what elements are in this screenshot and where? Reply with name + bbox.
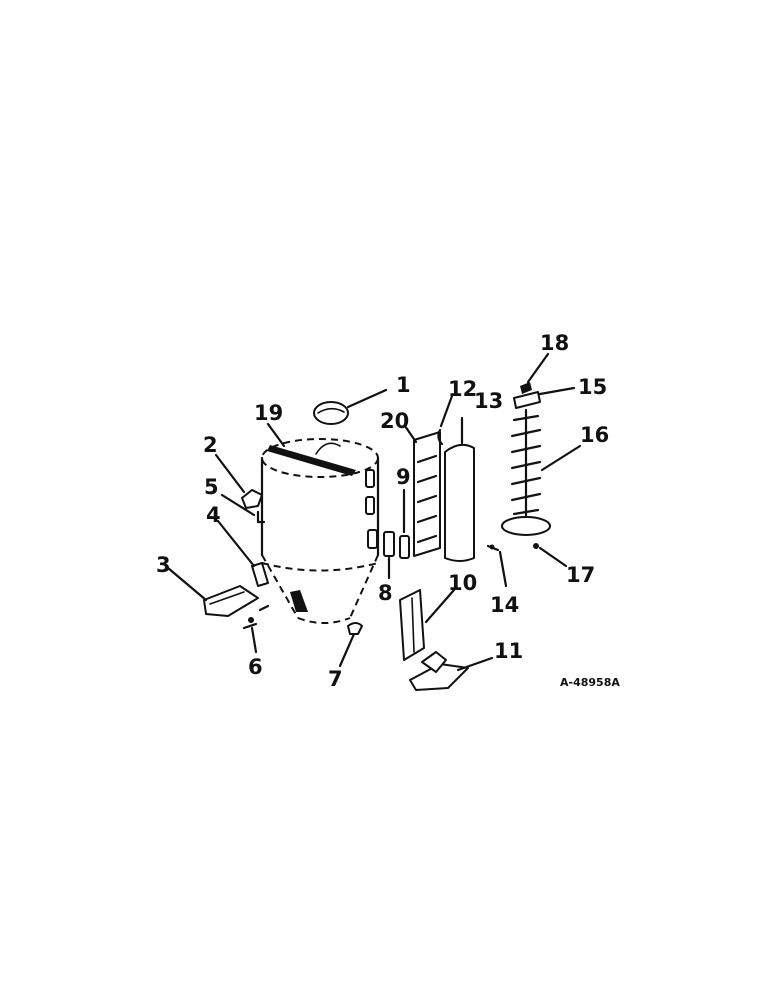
part-4-strip [216, 519, 269, 587]
callout-6: 6 [248, 655, 263, 679]
part-10-chute [399, 588, 456, 661]
callout-20: 20 [380, 409, 409, 433]
callout-2: 2 [203, 433, 218, 457]
part-3-deflector [166, 566, 259, 617]
callout-11: 11 [494, 639, 523, 663]
part-11-spout [409, 651, 494, 691]
part-2-bracket [214, 453, 263, 509]
part-14-pin [486, 544, 508, 588]
callout-18: 18 [540, 331, 569, 355]
callout-1: 1 [396, 373, 411, 397]
callout-16: 16 [580, 423, 609, 447]
part-15-bearing [513, 386, 576, 409]
callout-3: 3 [156, 553, 171, 577]
part-20-ladder [403, 424, 441, 557]
part-17-washer [533, 543, 568, 568]
part-13-tube [444, 416, 475, 562]
callout-9: 9 [396, 465, 411, 489]
part-5-clip [220, 493, 266, 524]
part-19-leader [266, 422, 286, 448]
part-18-cap [520, 352, 550, 394]
callout-15: 15 [578, 375, 607, 399]
part-12-clip [437, 394, 454, 446]
drawing-code: A-48958A [560, 676, 620, 689]
callout-5: 5 [204, 475, 219, 499]
part-9-rod [399, 488, 410, 559]
callout-14: 14 [490, 593, 519, 617]
callout-12: 12 [448, 377, 477, 401]
callout-4: 4 [206, 503, 221, 527]
callout-19: 19 [254, 401, 283, 425]
part-6-bolts [242, 604, 270, 654]
part-7-fitting [338, 622, 363, 668]
callout-13: 13 [474, 389, 503, 413]
part-1-lid [313, 388, 388, 425]
callout-7: 7 [328, 667, 343, 691]
hopper-body [260, 438, 380, 624]
callout-10: 10 [448, 571, 477, 595]
callout-labels: 1 2 3 4 5 6 7 8 9 10 11 12 13 14 15 16 1… [156, 331, 609, 691]
part-8-slide [383, 531, 395, 580]
callout-17: 17 [566, 563, 595, 587]
callout-8: 8 [378, 581, 393, 605]
part-16-auger [501, 408, 582, 536]
